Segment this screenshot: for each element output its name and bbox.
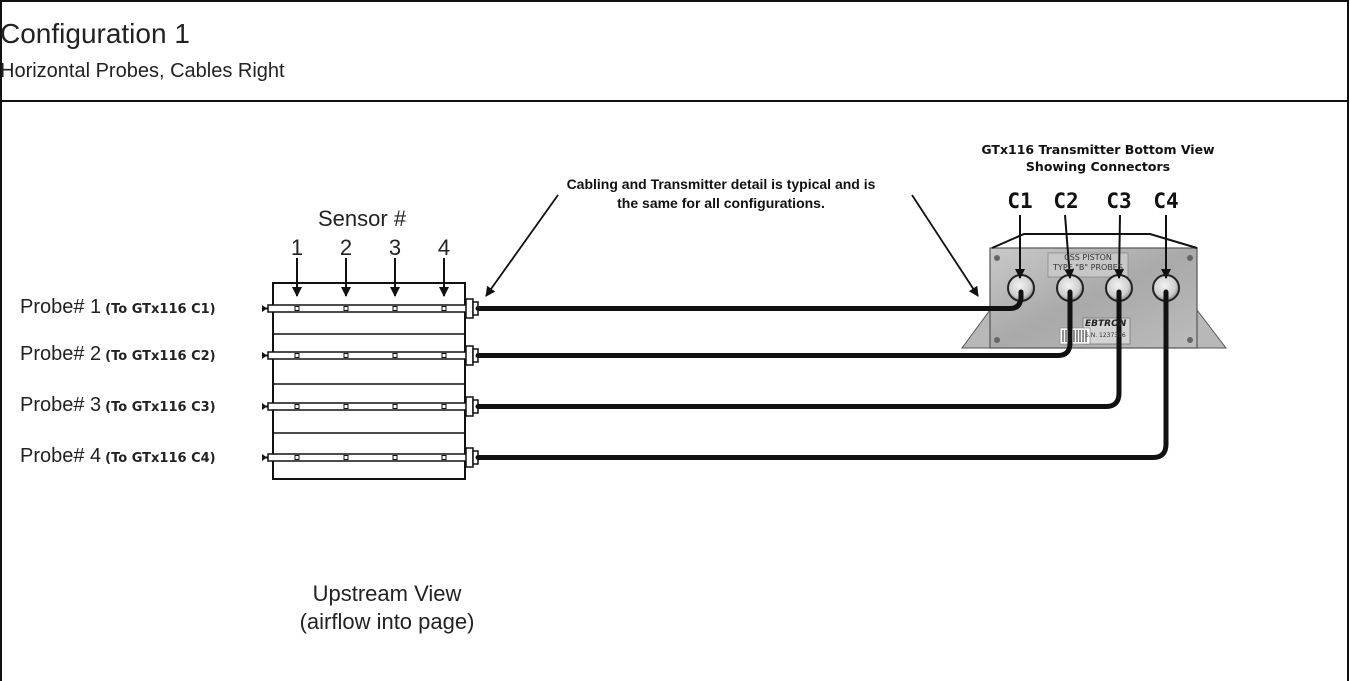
cable-3 [475, 289, 1122, 409]
probe-frame [272, 282, 466, 480]
connector-label-c1: C1 [1007, 189, 1033, 213]
page-title: Configuration 1 [0, 18, 190, 49]
cabling-note-line-1: Cabling and Transmitter detail is typica… [566, 176, 876, 192]
sensor-number-1: 1 [290, 235, 304, 260]
plate-text-top: CSS PISTON [1064, 253, 1112, 262]
cabling-note-line-2: the same for all configurations. [617, 195, 825, 211]
probe-tube-3 [262, 396, 479, 417]
probe-tube-4 [262, 447, 479, 468]
cable-1 [475, 289, 1024, 311]
serial-text: S.N. 1237336 [1085, 332, 1126, 339]
connector-label-c2: C2 [1053, 189, 1079, 213]
view-caption-line-1: Upstream View [312, 581, 462, 606]
probe-name-3: Probe# 3 [20, 394, 102, 416]
sensor-number-4: 4 [437, 235, 451, 260]
cabling-note: Cabling and Transmitter detail is typica… [506, 175, 936, 213]
sensor-number-3: 3 [388, 235, 402, 260]
callout-arrows [485, 194, 979, 297]
probe-target-4: (To GTx116 C4) [105, 451, 216, 466]
sensor-arrows [292, 258, 449, 297]
probe-label-3: Probe# 3(To GTx116 C3) [20, 394, 216, 417]
transmitter-title: GTx116 Transmitter Bottom View Showing C… [938, 141, 1258, 175]
cables [475, 289, 1169, 460]
probe-label-1: Probe# 1(To GTx116 C1) [20, 296, 216, 319]
page-subtitle: Horizontal Probes, Cables Right [0, 60, 285, 82]
probe-target-2: (To GTx116 C2) [105, 349, 216, 364]
cable-2 [475, 289, 1073, 358]
probe-name-4: Probe# 4 [20, 445, 102, 467]
connector-label-c3: C3 [1106, 189, 1132, 213]
sensor-number-2: 2 [339, 235, 353, 260]
transmitter-title-line-2: Showing Connectors [1025, 159, 1171, 174]
transmitter-bottom-view [961, 233, 1228, 349]
transmitter-title-line-1: GTx116 Transmitter Bottom View [981, 142, 1215, 157]
probe-target-1: (To GTx116 C1) [105, 302, 216, 317]
view-caption: Upstream View (airflow into page) [227, 580, 547, 636]
probe-name-1: Probe# 1 [20, 296, 102, 318]
probe-assembly [262, 282, 479, 480]
brand-logo-text: EBTRON [1085, 319, 1127, 329]
probe-target-3: (To GTx116 C3) [105, 400, 216, 415]
cable-4 [475, 289, 1169, 460]
probe-tube-2 [262, 345, 479, 366]
probe-name-2: Probe# 2 [20, 343, 102, 365]
plate-text-mid: TYPE "B" PROBES [1053, 263, 1123, 272]
sensor-header: Sensor # [318, 206, 407, 231]
connector-arrows [1015, 214, 1171, 279]
view-caption-line-2: (airflow into page) [299, 609, 475, 634]
connector-label-c4: C4 [1153, 189, 1179, 213]
probe-label-2: Probe# 2(To GTx116 C2) [20, 343, 216, 366]
probe-label-4: Probe# 4(To GTx116 C4) [20, 445, 216, 468]
